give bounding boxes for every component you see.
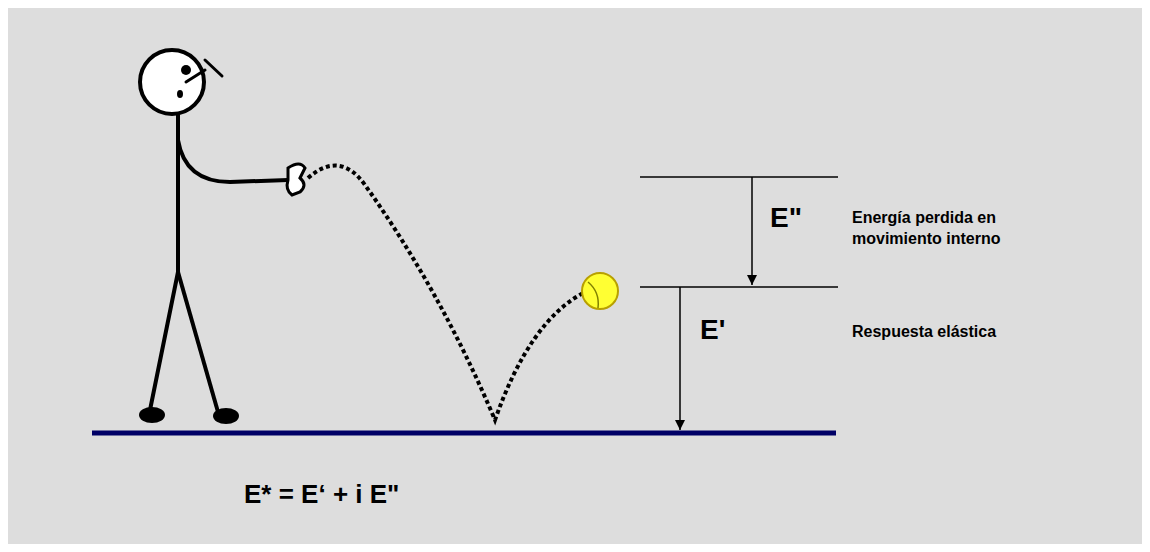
- energy-note: Respuesta elástica: [852, 322, 996, 343]
- mouth: [177, 90, 183, 98]
- energy-symbol: E": [770, 200, 802, 236]
- energy-note: Energía perdida en movimiento interno: [852, 208, 1052, 250]
- eye: [181, 65, 191, 75]
- loss-arrow: [751, 177, 753, 285]
- energy-symbol: E': [700, 312, 725, 348]
- stick-figure: [140, 50, 305, 412]
- tennis-ball: [582, 273, 618, 309]
- level-line: [640, 286, 838, 288]
- elastic-arrow: [679, 287, 681, 430]
- background-panel: [8, 8, 1142, 544]
- level-line: [640, 176, 838, 178]
- ball-trajectory: [308, 166, 585, 420]
- formula: E* = E‘ + i E": [244, 478, 399, 512]
- ground-line: [92, 431, 836, 436]
- ball-seam: [588, 282, 598, 308]
- foot: [139, 407, 165, 423]
- foot: [213, 408, 239, 424]
